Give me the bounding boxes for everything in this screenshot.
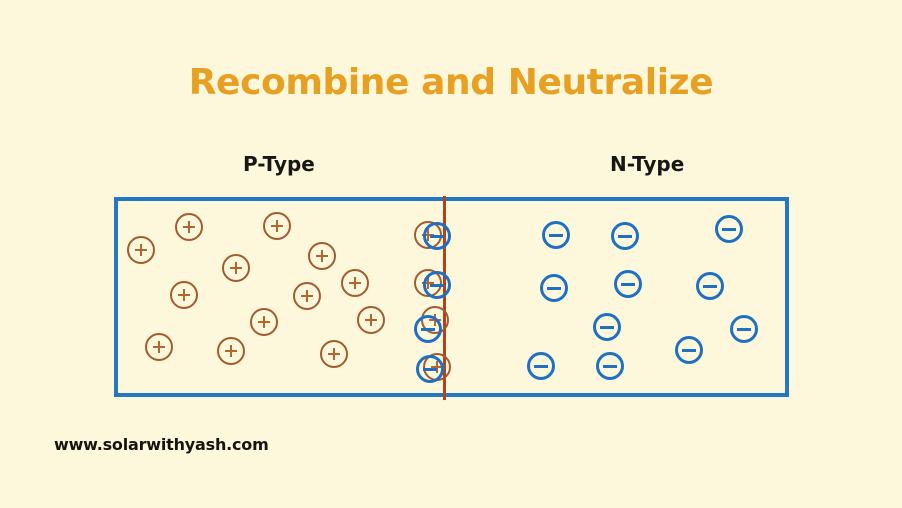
pn-junction-line [443,196,446,400]
hole-carrier [308,242,336,270]
hole-carrier [263,212,291,240]
electron-carrier [540,274,568,302]
recombination-pair-electron [416,355,444,383]
electron-carrier [611,222,639,250]
hole-carrier [357,306,385,334]
hole-carrier [341,269,369,297]
hole-carrier [127,236,155,264]
page-title: Recombine and Neutralize [188,62,714,103]
region-label-p-type: P-Type [243,152,315,176]
hole-carrier [170,281,198,309]
recombination-pair-electron [414,315,442,343]
hole-carrier [145,333,173,361]
hole-carrier [293,282,321,310]
electron-carrier [596,352,624,380]
hole-carrier [222,254,250,282]
hole-carrier [175,213,203,241]
electron-carrier [730,315,758,343]
electron-carrier [715,215,743,243]
electron-carrier [614,270,642,298]
electron-carrier [593,313,621,341]
hole-carrier [217,337,245,365]
electron-carrier [542,221,570,249]
hole-carrier [320,340,348,368]
electron-carrier [527,352,555,380]
semiconductor-device-box [114,197,789,397]
electron-carrier [696,272,724,300]
recombination-pair-electron [423,222,451,250]
watermark-text: www.solarwithyash.com [54,435,269,454]
region-label-n-type: N-Type [610,152,685,176]
recombination-pair-electron [423,271,451,299]
hole-carrier [250,308,278,336]
electron-carrier [675,336,703,364]
